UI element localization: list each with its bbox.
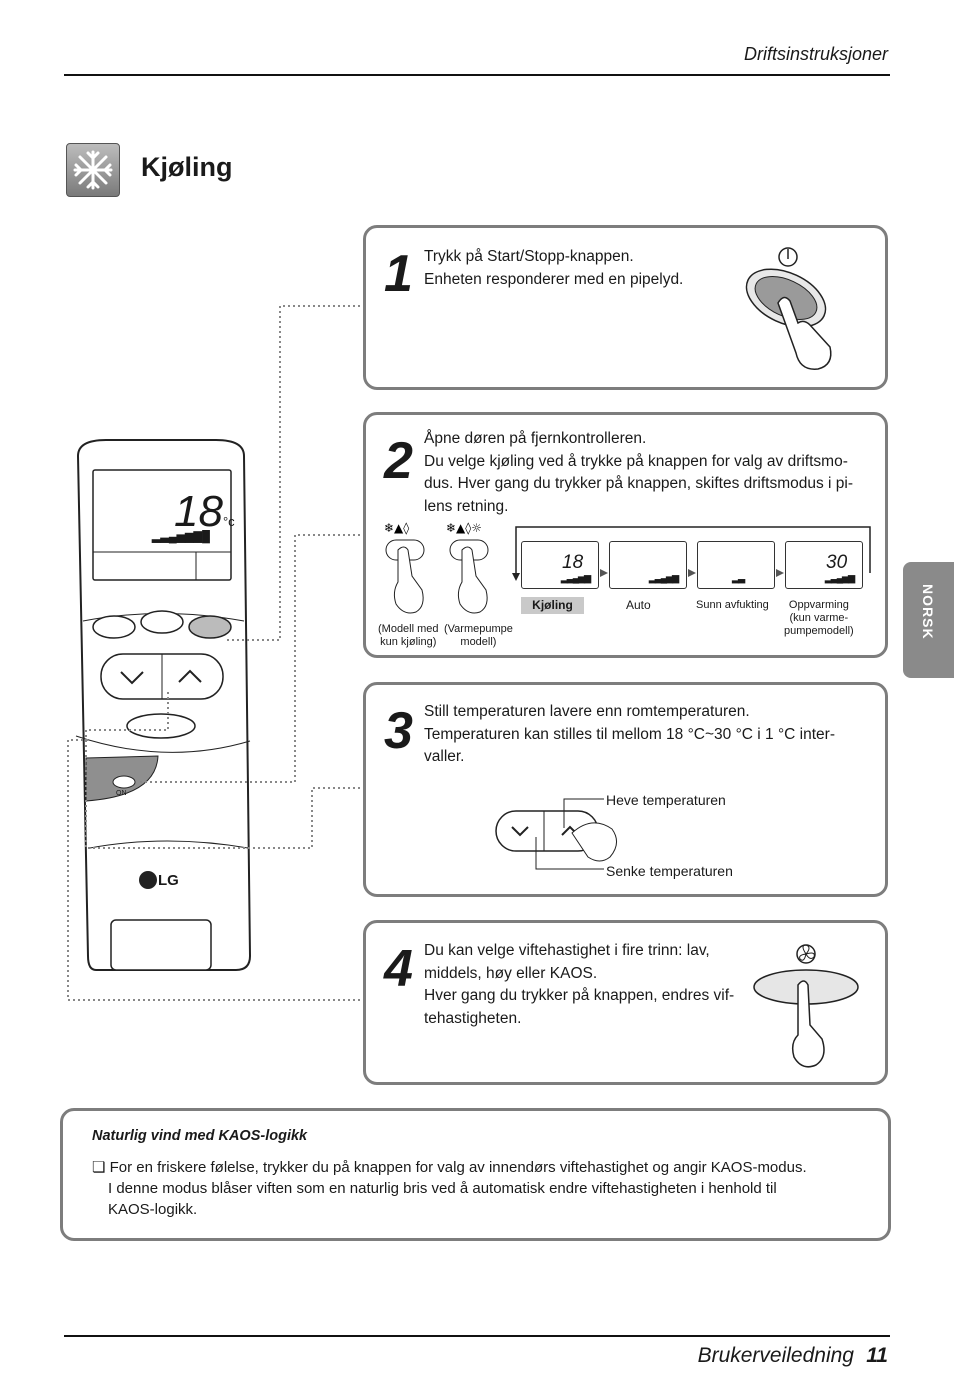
note-line: I denne modus blåser viften som en natur… xyxy=(108,1180,777,1197)
language-tab: NORSK xyxy=(903,562,954,678)
mode-heating-label: Oppvarming(kun varme-pumpemodell) xyxy=(784,599,854,637)
power-button-press-illustration xyxy=(745,247,832,370)
mode-auto-label: Auto xyxy=(626,598,651,612)
step-text: Trykk på Start/Stopp-knappen. Enheten re… xyxy=(424,246,683,291)
step-line: dus. Hver gang du trykker på knappen, sk… xyxy=(424,475,854,492)
step-line: Temperaturen kan stilles til mellom 18 °… xyxy=(424,725,835,743)
mode-cycle-arrows xyxy=(512,526,871,581)
note-line: For en friskere følelse, trykker du på k… xyxy=(109,1159,807,1176)
lcd-heating: 30▂▃▄▅▆ xyxy=(785,541,863,589)
step-line: Åpne døren på fjernkontrolleren. xyxy=(424,430,647,447)
section-title: Kjøling xyxy=(141,152,233,182)
mode-button-press-illustration: ❄▲◊ ❄▲◊☼ xyxy=(384,521,489,614)
step-text: Du kan velge viftehastighet i fire trinn… xyxy=(424,940,734,1030)
step-number: 3 xyxy=(384,702,413,760)
step-line: tehastigheten. xyxy=(424,1009,522,1027)
step-line: Enheten responderer med en pipelyd. xyxy=(424,270,684,288)
mode-cooling-label: Kjøling xyxy=(521,597,584,614)
fan-button-press-illustration xyxy=(753,944,859,1068)
page-number: 11 xyxy=(866,1344,888,1367)
lcd-dry: ▂▃ xyxy=(697,541,775,589)
note-body: ❏ For en friskere følelse, trykker du på… xyxy=(92,1157,872,1220)
mode-dry-label: Sunn avfukting xyxy=(696,599,769,611)
step-line: Du kan velge viftehastighet i fire trinn… xyxy=(424,942,710,959)
step-line: lens retning. xyxy=(424,497,509,515)
language-tab-label: NORSK xyxy=(920,584,936,640)
svg-text:❄▲◊☼: ❄▲◊☼ xyxy=(446,521,482,535)
step-number: 1 xyxy=(384,245,413,303)
note-title: Naturlig vind med KAOS-logikk xyxy=(92,1128,308,1144)
step-line: Trykk på Start/Stopp-knappen. xyxy=(424,248,634,265)
step-text: Still temperaturen lavere enn romtempera… xyxy=(424,701,835,769)
remote-brand: LG xyxy=(158,872,179,889)
footer-title: Brukerveiledning xyxy=(697,1344,854,1367)
note-box: Naturlig vind med KAOS-logikk ❏ For en f… xyxy=(60,1108,891,1241)
checkbox-bullet-icon: ❏ xyxy=(92,1159,106,1176)
note-line: KAOS-logikk. xyxy=(108,1201,198,1218)
remote-lcd-temp: 18°c xyxy=(174,487,235,536)
step-number: 4 xyxy=(384,940,413,998)
remote-signal-bars: ▂▃▄▅▆▇█ xyxy=(152,531,210,543)
step-line: Still temperaturen lavere enn romtempera… xyxy=(424,703,750,720)
snowflake-icon xyxy=(66,143,120,197)
step-number: 2 xyxy=(384,432,413,490)
step-line: Du velge kjøling ved å trykke på knappen… xyxy=(424,452,848,470)
footer-rule xyxy=(64,1335,890,1337)
step-3-box: 3 Still temperaturen lavere enn romtempe… xyxy=(363,682,888,897)
raise-temperature-label: Heve temperaturen xyxy=(606,792,726,808)
step-2-box: 2 Åpne døren på fjernkontrolleren. Du ve… xyxy=(363,412,888,658)
remote-control xyxy=(66,436,256,1006)
lower-temperature-label: Senke temperaturen xyxy=(606,863,733,879)
step-line: middels, høy eller KAOS. xyxy=(424,964,598,982)
step-line: valler. xyxy=(424,748,465,765)
step-text: Åpne døren på fjernkontrolleren. Du velg… xyxy=(424,428,853,518)
temperature-buttons-illustration xyxy=(495,798,617,870)
header-rule xyxy=(64,74,890,76)
step-4-box: 4 Du kan velge viftehastighet i fire tri… xyxy=(363,920,888,1085)
svg-text:❄▲◊: ❄▲◊ xyxy=(384,521,409,535)
remote-on-label: ON xyxy=(116,790,127,797)
step-1-box: 1 Trykk på Start/Stopp-knappen. Enheten … xyxy=(363,225,888,390)
header-title: Driftsinstruksjoner xyxy=(743,44,888,64)
step-line: Hver gang du trykker på knappen, endres … xyxy=(424,987,735,1004)
lcd-cooling: 18▂▃▄▅▆ xyxy=(521,541,599,589)
lcd-auto: ▂▃▄▅▆ xyxy=(609,541,687,589)
